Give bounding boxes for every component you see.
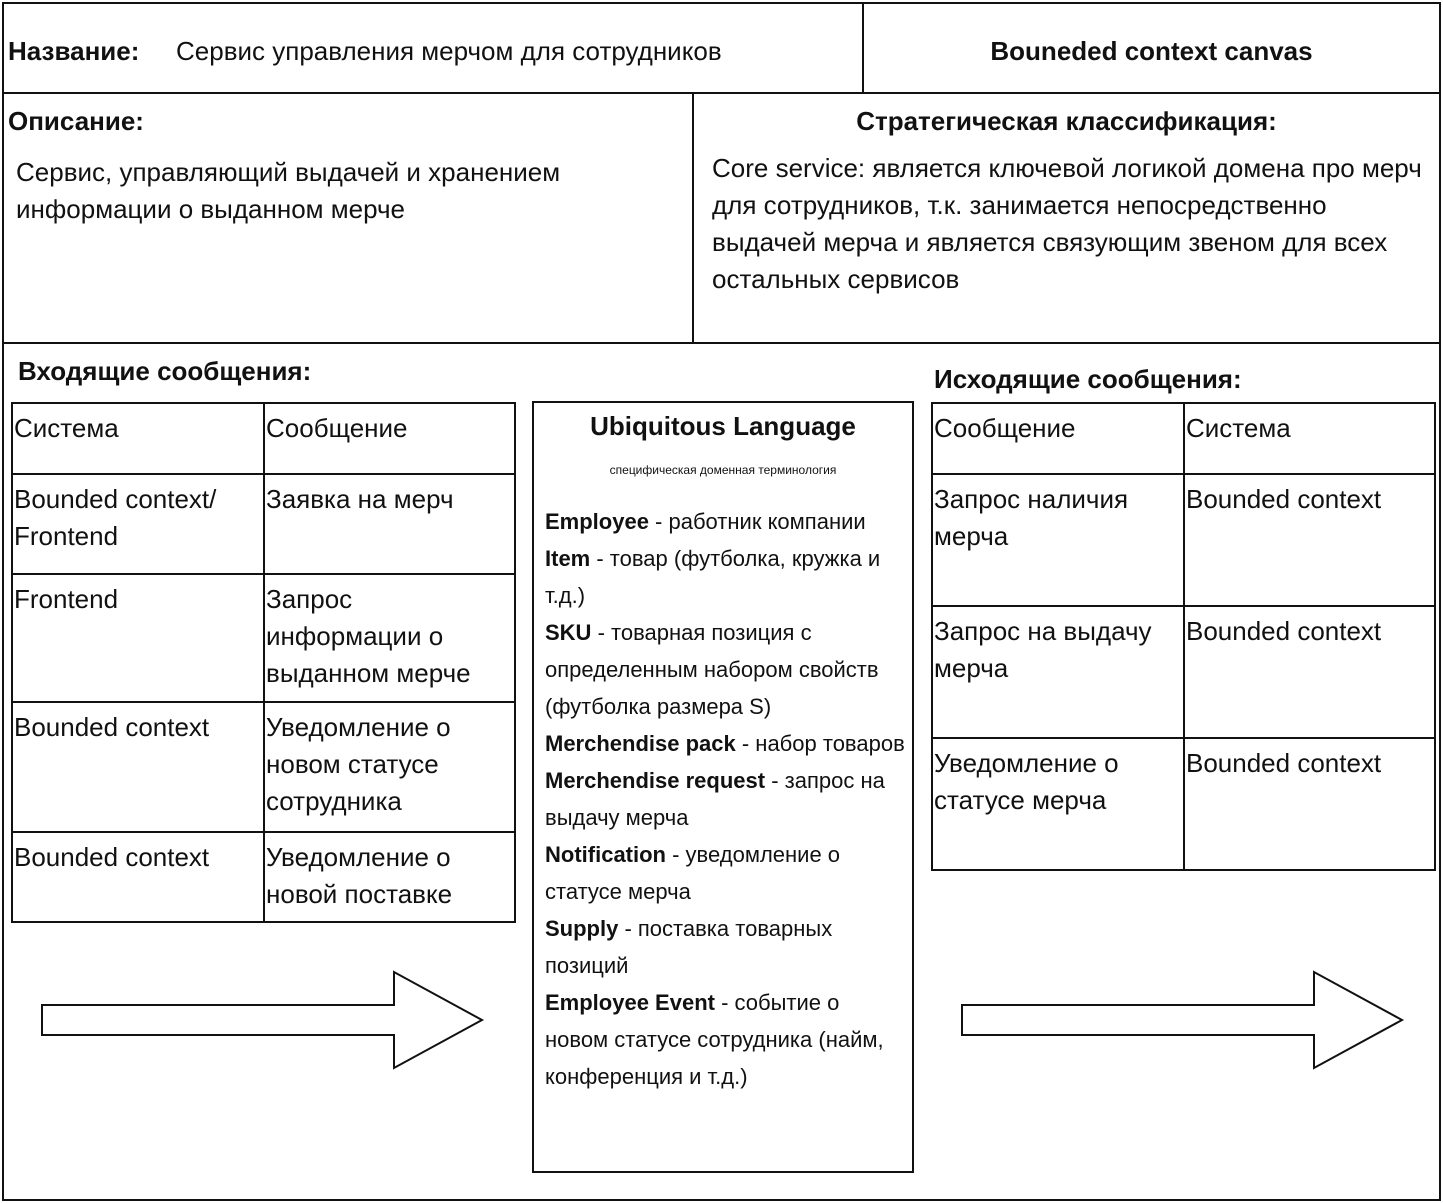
term-definition: - набор товаров (735, 731, 905, 756)
incoming-header-message: Сообщение (263, 402, 516, 475)
strategic-classification-cell: Стратегическая классификация: Core servi… (692, 92, 1441, 344)
list-item: Supply - поставка товарных позиций (545, 910, 905, 984)
term-definition: - работник компании (648, 509, 866, 534)
incoming-header-system: Система (11, 402, 265, 475)
outgoing-table: Сообщение Система Запрос наличия мерча B… (931, 402, 1436, 871)
description-label: Описание: (8, 106, 144, 136)
table-row: Запрос наличия мерча Bounded context (931, 473, 1436, 607)
incoming-header-row: Система Сообщение (11, 402, 516, 475)
right-arrow-icon (41, 970, 485, 1070)
outgoing-title: Исходящие сообщения: (934, 364, 1242, 394)
outgoing-message-cell: Запрос наличия мерча (931, 473, 1185, 607)
outgoing-header-row: Сообщение Система (931, 402, 1436, 475)
term-name: Merchendise request (545, 768, 766, 793)
incoming-title: Входящие сообщения: (18, 356, 312, 386)
table-row: Bounded context Уведомление о новом стат… (11, 701, 516, 833)
list-item: Employee - работник компании (545, 503, 905, 540)
incoming-system-cell: Frontend (11, 573, 265, 703)
outgoing-message-cell: Запрос на выдачу мерча (931, 605, 1185, 739)
canvas-title-cell: Bouneded context canvas (862, 2, 1441, 94)
ubiquitous-subtitle: специфическая доменная терминология (609, 463, 837, 477)
outgoing-system-cell: Bounded context (1183, 737, 1436, 871)
term-name: Supply (545, 916, 619, 941)
canvas-title: Bouneded context canvas (990, 36, 1313, 66)
list-item: Employee Event - событие о новом статусе… (545, 984, 905, 1095)
outgoing-header-system: Система (1183, 402, 1436, 475)
term-name: Notification (545, 842, 666, 867)
table-row: Frontend Запрос информации о выданном ме… (11, 573, 516, 703)
incoming-system-cell: Bounded context (11, 701, 265, 833)
incoming-message-cell: Уведомление о новой поставке (263, 831, 516, 923)
name-label: Название: (8, 36, 140, 66)
term-definition: - поставка товарных позиций (545, 916, 833, 978)
term-definition: - событие о новом статусе сотрудника (на… (545, 990, 884, 1089)
term-definition: - товар (футболка, кружка и т.д.) (545, 546, 881, 608)
strategic-label: Стратегическая классификация: (856, 106, 1277, 136)
ubiquitous-title: Ubiquitous Language (590, 411, 856, 441)
strategic-text: Core service: является ключевой логикой … (712, 153, 1422, 294)
table-row: Bounded context/ Frontend Заявка на мерч (11, 473, 516, 575)
ubiquitous-language-box: Ubiquitous Language специфическая доменн… (532, 401, 914, 1173)
term-name: Item (545, 546, 591, 571)
term-name: Employee Event (545, 990, 715, 1015)
list-item: Merchendise request - запрос на выдачу м… (545, 762, 905, 836)
incoming-message-cell: Заявка на мерч (263, 473, 516, 575)
incoming-system-cell: Bounded context (11, 831, 265, 923)
list-item: Merchendise pack - набор товаров (545, 725, 905, 762)
term-definition: - запрос на выдачу мерча (545, 768, 885, 830)
ubiquitous-terms: Employee - работник компании Item - това… (545, 503, 905, 1095)
incoming-system-cell: Bounded context/ Frontend (11, 473, 265, 575)
table-row: Bounded context Уведомление о новой пост… (11, 831, 516, 923)
term-definition: - товарная позиция с определенным наборо… (545, 620, 879, 719)
table-row: Уведомление о статусе мерча Bounded cont… (931, 737, 1436, 871)
incoming-message-cell: Запрос информации о выданном мерче (263, 573, 516, 703)
list-item: Notification - уведомление о статусе мер… (545, 836, 905, 910)
outgoing-system-cell: Bounded context (1183, 473, 1436, 607)
description-text: Сервис, управляющий выдачей и хранением … (16, 157, 561, 224)
list-item: Item - товар (футболка, кружка и т.д.) (545, 540, 905, 614)
name-cell: Название: Сервис управления мерчом для с… (2, 2, 864, 94)
incoming-table: Система Сообщение Bounded context/ Front… (11, 402, 516, 923)
term-name: Employee (545, 509, 649, 534)
description-cell: Описание: Сервис, управляющий выдачей и … (2, 92, 694, 344)
term-name: SKU (545, 620, 592, 645)
list-item: SKU - товарная позиция с определенным на… (545, 614, 905, 725)
outgoing-system-cell: Bounded context (1183, 605, 1436, 739)
incoming-message-cell: Уведомление о новом статусе сотрудника (263, 701, 516, 833)
right-arrow-icon (961, 970, 1405, 1070)
term-name: Merchendise pack (545, 731, 736, 756)
outgoing-message-cell: Уведомление о статусе мерча (931, 737, 1185, 871)
name-value: Сервис управления мерчом для сотрудников (176, 36, 722, 66)
table-row: Запрос на выдачу мерча Bounded context (931, 605, 1436, 739)
term-definition: - уведомление о статусе мерча (545, 842, 841, 904)
outgoing-header-message: Сообщение (931, 402, 1185, 475)
